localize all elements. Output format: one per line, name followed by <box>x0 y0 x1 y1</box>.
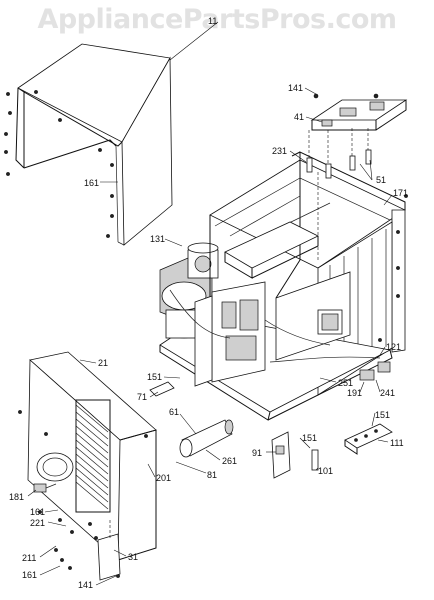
callout-211: 211 <box>22 553 36 563</box>
callout-261: 261 <box>222 456 237 466</box>
callout-81: 81 <box>207 470 217 480</box>
lamp-61 <box>179 419 234 458</box>
callout-221: 221 <box>30 518 45 528</box>
callout-251: 251 <box>338 378 353 388</box>
main-chassis <box>159 151 408 421</box>
bracket-91 <box>271 431 291 479</box>
callout-41: 41 <box>294 112 304 122</box>
callout-111: 111 <box>390 438 404 448</box>
callout-241: 241 <box>380 388 395 398</box>
clip-71 <box>149 381 175 397</box>
callout-51: 51 <box>376 175 386 185</box>
callout-71: 71 <box>137 392 147 402</box>
watermark: AppliancePartsPros.com <box>37 4 397 35</box>
callout-101: 101 <box>318 466 333 476</box>
callout-91: 91 <box>252 448 262 458</box>
callout-231: 231 <box>272 146 287 156</box>
top-bracket-41 <box>310 93 408 131</box>
bracket-31 <box>97 520 121 581</box>
callout-11: 11 <box>208 16 217 26</box>
callout-191: 191 <box>347 388 362 398</box>
callout-181: 181 <box>9 492 24 502</box>
back-panel-21 <box>18 351 157 578</box>
callout-171: 171 <box>393 188 408 198</box>
callout-161: 161 <box>84 178 99 188</box>
leader-lines <box>27 21 393 586</box>
callout-141: 141 <box>78 580 93 590</box>
callout-161: 161 <box>30 507 45 517</box>
callout-labels: 11 161 141 41 231 51 171 131 21 151 71 6… <box>9 16 408 590</box>
callout-161: 161 <box>22 570 37 580</box>
callout-201: 201 <box>156 473 171 483</box>
callout-131: 131 <box>150 234 165 244</box>
interlock-switch-241 <box>359 361 391 381</box>
standoffs-231 <box>306 128 372 262</box>
thermal-fuse-181 <box>33 483 57 493</box>
callout-21: 21 <box>98 358 108 368</box>
callout-61: 61 <box>169 407 179 417</box>
callout-151: 151 <box>302 433 317 443</box>
callout-31: 31 <box>128 552 138 562</box>
callout-121: 121 <box>386 342 401 352</box>
callout-151: 151 <box>375 410 390 420</box>
callout-151: 151 <box>147 372 162 382</box>
terminal-block-111 <box>344 423 393 455</box>
pin-101 <box>311 449 319 471</box>
callout-141: 141 <box>288 83 303 93</box>
outer-cover-11 <box>4 43 173 246</box>
